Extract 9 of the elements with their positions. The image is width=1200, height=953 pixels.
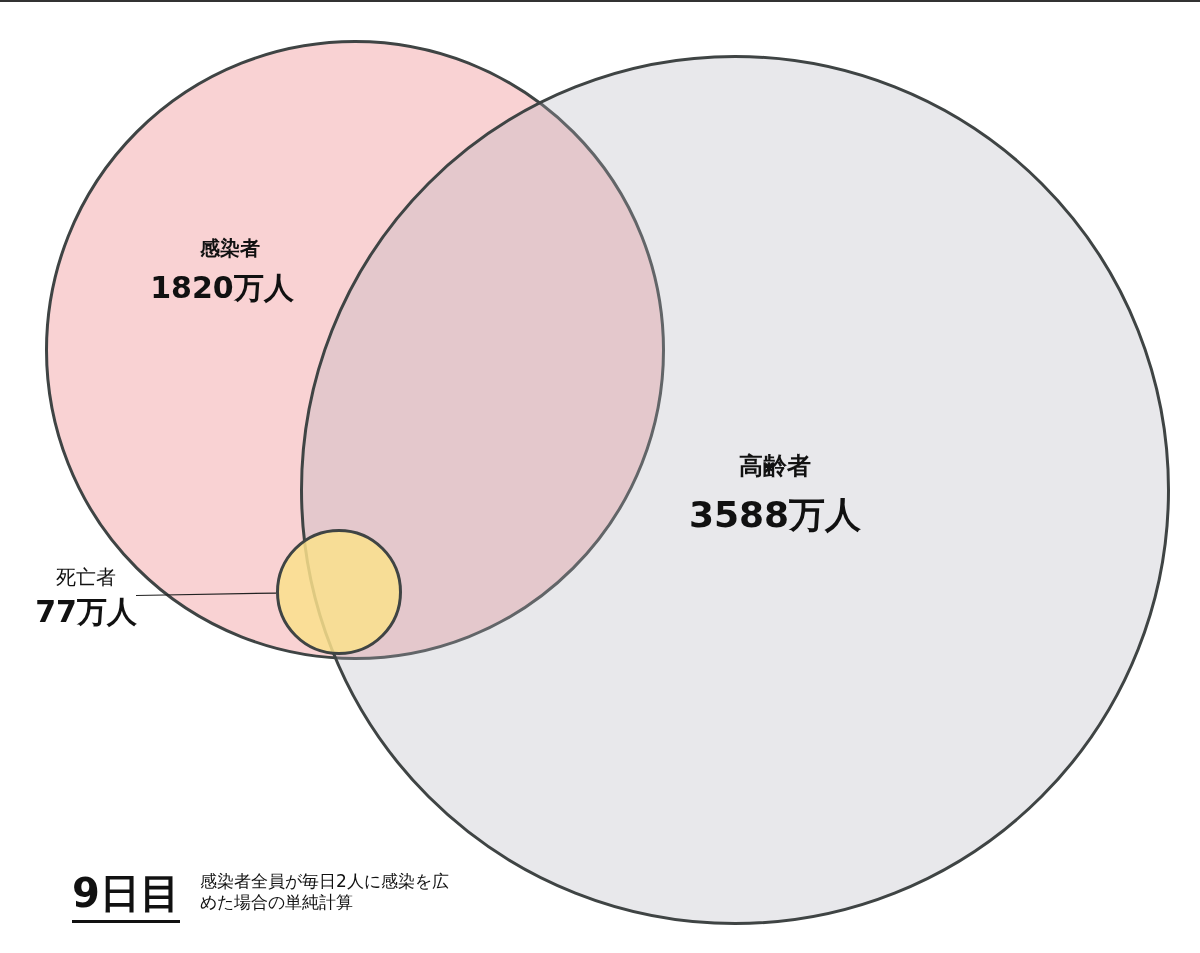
leader-line bbox=[135, 592, 277, 597]
count-label: 77万人 bbox=[35, 597, 137, 627]
heading-text: 9日目 bbox=[72, 868, 180, 923]
category-label: 死亡者 bbox=[56, 567, 116, 587]
count-label: 3588万人 bbox=[688, 497, 862, 533]
category-label: 感染者 bbox=[200, 238, 260, 258]
count-label: 1820万人 bbox=[150, 273, 294, 303]
note-text: 感染者全員が毎日2人に感染を広めた場合の単純計算 bbox=[200, 871, 450, 914]
category-label: 高齢者 bbox=[739, 454, 811, 478]
